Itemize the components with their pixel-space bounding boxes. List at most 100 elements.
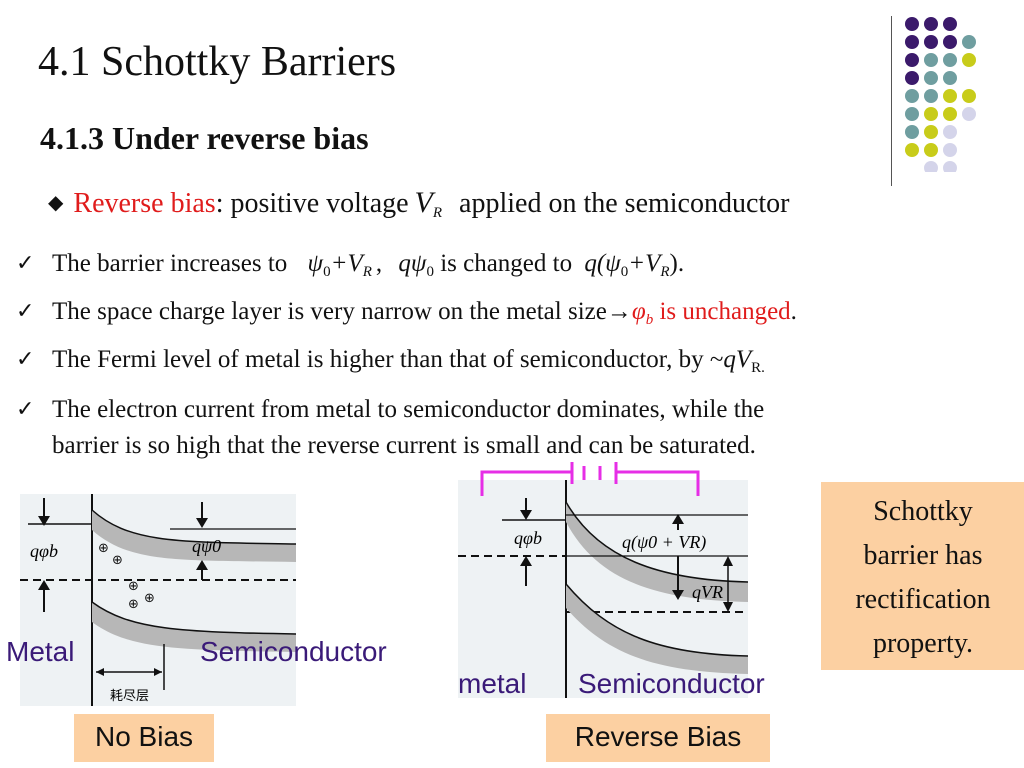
- decorative-dot: [924, 143, 938, 157]
- positive-charge-icon: ⊕: [98, 541, 109, 556]
- circuit-wire-right: [616, 470, 700, 496]
- decorative-dot: [905, 107, 919, 121]
- math-plus-v: +V: [330, 250, 363, 277]
- check-icon: ✓: [16, 298, 35, 323]
- arrow-up-head-icon: [723, 556, 733, 566]
- depletion-layer-label: 耗尽层: [110, 689, 149, 704]
- math-psi: ψ: [307, 250, 324, 277]
- math-q-psi-expr: q(ψ: [584, 250, 621, 277]
- slide-title: 4.1 Schottky Barriers: [38, 39, 397, 85]
- label-q-psi0: qψ0: [192, 536, 221, 556]
- decorative-dot: [943, 53, 957, 67]
- label-q-phi-b: qφb: [30, 541, 58, 561]
- bullet-text: The Fermi level of metal is higher than …: [52, 346, 724, 373]
- valence-band-shade: [92, 602, 296, 652]
- note-line: rectification: [855, 584, 991, 615]
- note-line: barrier has: [863, 540, 983, 571]
- decorative-dot: [905, 35, 919, 49]
- valence-band-edge: [91, 601, 296, 635]
- valence-band-edge: [565, 583, 748, 657]
- decorative-dot: [943, 17, 957, 31]
- conduction-band-edge: [91, 509, 296, 545]
- conduction-band-shade: [92, 510, 296, 562]
- reverse-bias-term: Reverse bias: [73, 188, 216, 219]
- bullet-text: The space charge layer is very narrow on…: [52, 298, 607, 325]
- arrow-down-head-icon: [520, 510, 532, 520]
- decorative-dot: [905, 17, 919, 31]
- math-sub: 0: [426, 264, 434, 280]
- bullet-space-charge: The space charge layer is very narrow on…: [52, 298, 797, 329]
- arrow-up-head-icon: [520, 556, 532, 566]
- divider-line: [891, 16, 892, 186]
- math-sub: b: [645, 312, 654, 328]
- comma: ,: [375, 250, 383, 277]
- band-diagram-no-bias: qφb qψ0 ⊕ ⊕ ⊕ ⊕ ⊕ 耗尽层: [20, 494, 296, 706]
- metal-label-left: Metal: [6, 636, 75, 667]
- section-subtitle: 4.1.3 Under reverse bias: [40, 120, 369, 156]
- math-sub: R.: [751, 360, 765, 376]
- decorative-dot: [962, 89, 976, 103]
- decorative-dot: [943, 71, 957, 85]
- circuit-wire-left: [480, 470, 572, 496]
- decorative-dot: [924, 161, 938, 172]
- band-diagram-reverse-bias: qφb q(ψ0 + VR) qVR: [458, 462, 748, 698]
- decorative-dot: [924, 107, 938, 121]
- decorative-dot: [905, 71, 919, 85]
- vr-symbol: V: [414, 186, 433, 219]
- reverse-bias-caption: Reverse Bias: [546, 714, 770, 762]
- decorative-dot: [905, 125, 919, 139]
- positive-charge-icon: ⊕: [128, 579, 139, 594]
- semiconductor-label-right: Semiconductor: [578, 668, 765, 699]
- decorative-dot: [943, 161, 957, 172]
- math-q-psi: qψ: [398, 250, 427, 277]
- math-close: ).: [669, 250, 685, 277]
- math-phi-b: φ: [631, 298, 646, 325]
- decorative-dot: [962, 107, 976, 121]
- decorative-dot: [905, 89, 919, 103]
- check-icon: ✓: [16, 346, 35, 371]
- math-sub: 0: [323, 264, 331, 280]
- decorative-dot: [943, 89, 957, 103]
- decorative-dot: [905, 143, 919, 157]
- arrow-left-head-icon: [96, 668, 104, 676]
- right-arrow-icon: →: [606, 298, 632, 325]
- battery-circuit-icon: [480, 462, 700, 496]
- arrow-down-head-icon: [723, 602, 733, 612]
- check-icon: ✓: [16, 250, 35, 275]
- semiconductor-label-left: Semiconductor: [200, 636, 387, 667]
- decorative-dot: [924, 125, 938, 139]
- reverse-bias-text: : positive voltage: [215, 188, 409, 219]
- schottky-rectification-note: Schottky barrier has rectification prope…: [821, 482, 1024, 670]
- decorative-dot: [924, 71, 938, 85]
- bullet-barrier-increase: The barrier increases to ψ0+VR, qψ0 is c…: [52, 250, 684, 281]
- arrow-down-head-icon: [38, 516, 50, 526]
- decorative-dot: [943, 107, 957, 121]
- conduction-band-edge: [565, 501, 748, 583]
- arrow-up-head-icon: [672, 514, 684, 524]
- arrow-up-head-icon: [38, 580, 50, 590]
- decorative-dot: [943, 143, 957, 157]
- math-sub: 0: [620, 264, 629, 280]
- math-plus-v: +V: [628, 250, 661, 277]
- positive-charge-icon: ⊕: [112, 553, 123, 568]
- no-bias-caption: No Bias: [74, 714, 214, 762]
- math-sub: R: [660, 264, 670, 280]
- decorative-dot: [905, 53, 919, 67]
- label-qvr: qVR: [692, 582, 723, 602]
- positive-charge-icon: ⊕: [144, 591, 155, 606]
- label-q-psi-vr: q(ψ0 + VR): [622, 532, 706, 553]
- diagram-background: [20, 494, 296, 706]
- arrow-down-head-icon: [196, 518, 208, 528]
- bullet-electron-current-line1: The electron current from metal to semic…: [52, 396, 765, 423]
- decorative-dot: [962, 53, 976, 67]
- note-line: Schottky: [873, 496, 973, 527]
- arrow-down-head-icon: [672, 590, 684, 600]
- positive-charge-icon: ⊕: [128, 597, 139, 612]
- positive-charges: ⊕ ⊕ ⊕ ⊕ ⊕: [98, 541, 155, 612]
- bullet-text: is changed to: [440, 250, 573, 277]
- arrow-right-head-icon: [154, 668, 162, 676]
- math-qvr: qV: [723, 346, 752, 373]
- decorative-dot: [924, 53, 938, 67]
- decorative-dot-grid: [905, 17, 976, 172]
